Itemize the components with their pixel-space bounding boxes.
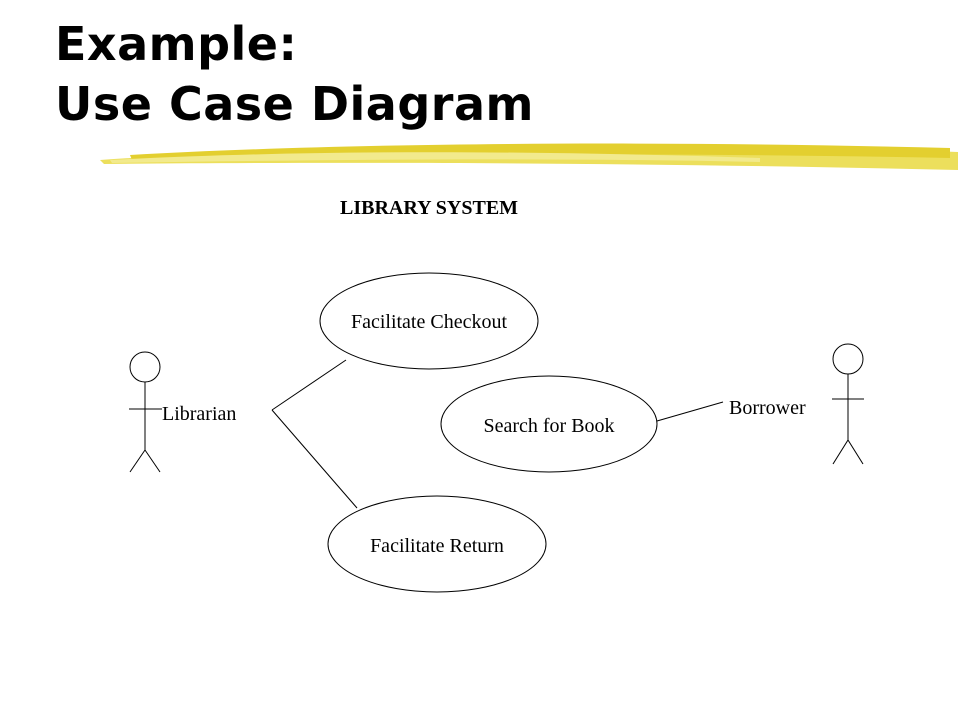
association-librarian-return (271, 409, 358, 509)
use-case-search-label: Search for Book (483, 415, 614, 437)
slide-title: Example: Use Case Diagram (55, 14, 534, 134)
association-borrower-search (656, 401, 724, 422)
librarian-label: Librarian (162, 403, 236, 425)
use-case-search-for-book: Search for Book (440, 375, 658, 473)
title-underline-brush (100, 143, 958, 170)
title-line-2: Use Case Diagram (55, 77, 534, 131)
borrower-actor-icon (832, 343, 864, 465)
borrower-label: Borrower (729, 397, 806, 419)
system-label: LIBRARY SYSTEM (340, 197, 518, 219)
librarian-actor-icon (129, 351, 162, 473)
title-line-1: Example: (55, 17, 298, 71)
use-case-facilitate-checkout: Facilitate Checkout (319, 272, 539, 370)
association-librarian-checkout (271, 359, 347, 411)
use-case-facilitate-return: Facilitate Return (327, 495, 547, 593)
use-case-checkout-label: Facilitate Checkout (351, 311, 508, 333)
use-case-return-label: Facilitate Return (370, 535, 504, 557)
